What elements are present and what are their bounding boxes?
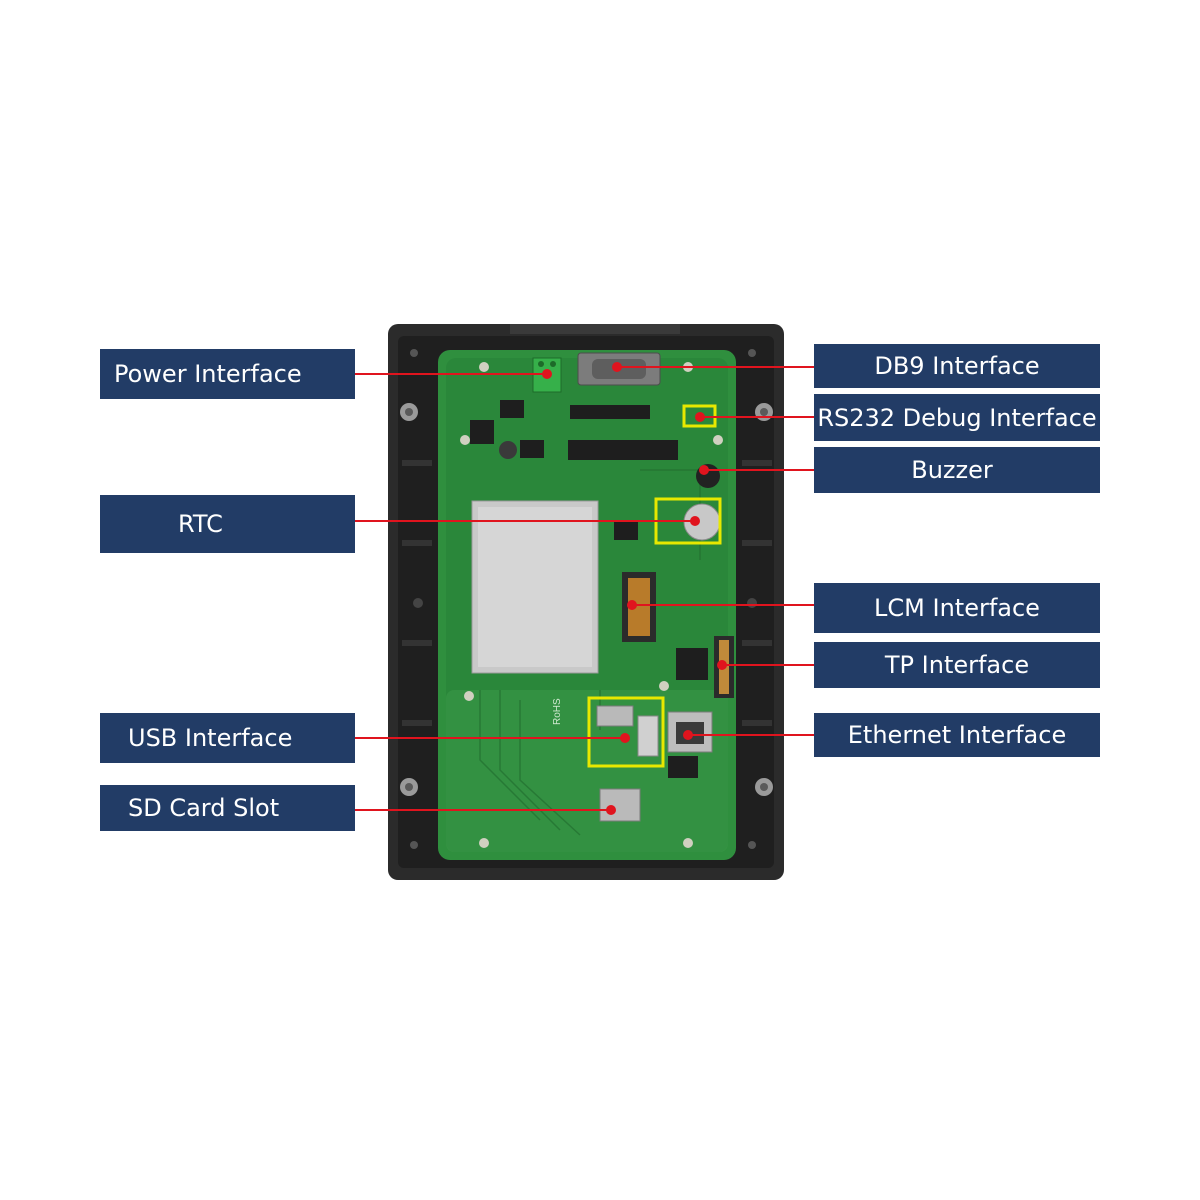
label-db9-interface: DB9 Interface <box>814 344 1100 388</box>
label-usb-interface: USB Interface <box>100 713 355 763</box>
label-rtc-text: RTC <box>178 510 223 538</box>
label-ethernet-interface: Ethernet Interface <box>814 713 1100 757</box>
label-rtc: RTC <box>100 495 355 553</box>
label-power-interface: Power Interface <box>100 349 355 399</box>
label-sd-card-slot: SD Card Slot <box>100 785 355 831</box>
enclosure-top-lip <box>510 324 680 334</box>
rohs-marking: RoHS <box>552 698 563 725</box>
label-buzzer: Buzzer <box>814 447 1100 493</box>
label-rs232-text: RS232 Debug Interface <box>817 403 1097 432</box>
label-tp-text: TP Interface <box>884 651 1030 679</box>
enclosure-ribs <box>402 460 772 726</box>
label-lcm-interface: LCM Interface <box>814 583 1100 633</box>
label-db9-text: DB9 Interface <box>874 352 1040 380</box>
label-power-text: Power Interface <box>114 360 302 388</box>
sd-card-slot <box>599 788 641 822</box>
label-sd-text: SD Card Slot <box>128 794 280 822</box>
usb-port <box>596 705 634 727</box>
power-terminal <box>532 357 562 393</box>
label-buzzer-text: Buzzer <box>911 456 993 484</box>
label-usb-text: USB Interface <box>128 724 293 752</box>
label-rs232-debug-interface: RS232 Debug Interface <box>814 394 1100 441</box>
label-lcm-text: LCM Interface <box>874 594 1040 622</box>
label-tp-interface: TP Interface <box>814 642 1100 688</box>
usb-highlight-box <box>587 696 665 768</box>
rtc-battery <box>683 503 721 541</box>
label-ethernet-text: Ethernet Interface <box>847 721 1067 749</box>
